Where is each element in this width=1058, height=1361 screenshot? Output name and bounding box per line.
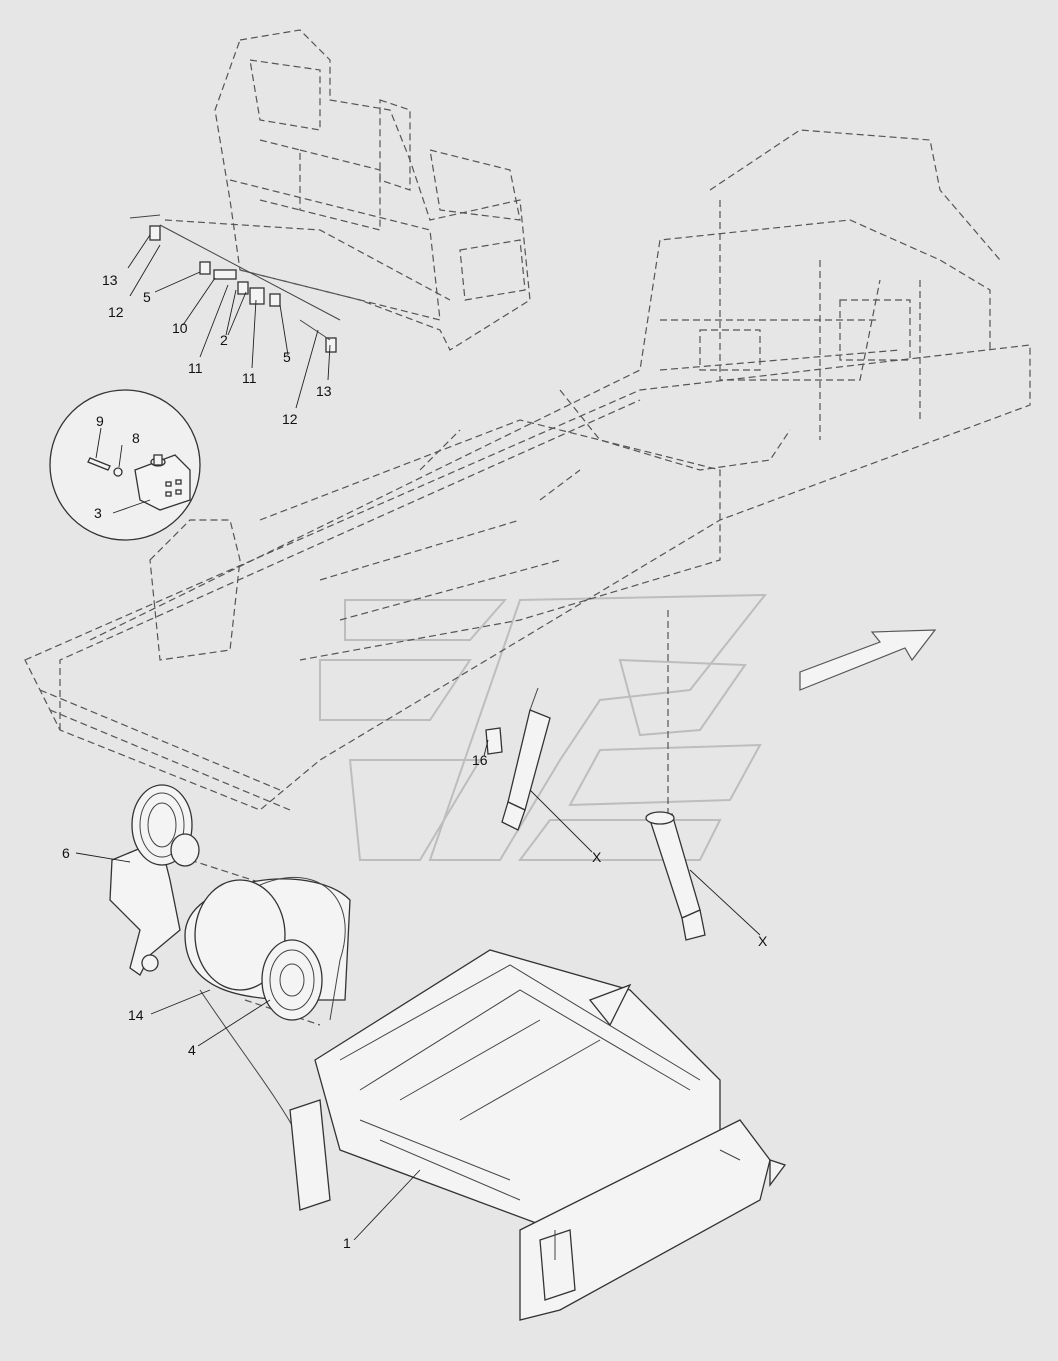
detail-circle-bracket — [49, 389, 201, 541]
main-frame — [24, 129, 1031, 811]
callout-6: 6 — [62, 845, 70, 861]
callout-5-left: 5 — [143, 289, 151, 305]
callout-x-right: X — [758, 933, 768, 949]
callout-2: 2 — [220, 332, 228, 348]
callout-13-top: 13 — [102, 272, 118, 288]
cab-assembly — [214, 29, 531, 351]
callout-11-left: 11 — [188, 360, 203, 376]
callout-8: 8 — [132, 430, 140, 446]
callout-12-top: 12 — [108, 304, 124, 320]
callout-5-right: 5 — [283, 349, 291, 365]
belt-drum-pulley — [184, 876, 351, 1141]
callout-4: 4 — [188, 1042, 196, 1058]
hydraulic-cylinder-left — [501, 687, 551, 831]
callout-13-bottom: 13 — [316, 383, 332, 399]
callout-1: 1 — [343, 1235, 351, 1251]
callout-16: 16 — [472, 752, 488, 768]
pulley-bracket-assembly — [109, 784, 200, 976]
callout-3: 3 — [94, 505, 102, 521]
callout-12-bottom: 12 — [282, 411, 298, 427]
callout-x-left: X — [592, 849, 602, 865]
hydraulic-cylinder-right — [645, 811, 706, 941]
bracket-part — [485, 727, 503, 755]
leader-lines — [75, 234, 761, 1241]
direction-arrow-icon — [799, 629, 937, 691]
callout-9: 9 — [96, 413, 104, 429]
lower-frame-assembly — [289, 949, 787, 1321]
callout-10: 10 — [172, 320, 188, 336]
callout-14: 14 — [128, 1007, 144, 1023]
callout-labels: 13 12 5 10 11 2 11 5 12 13 9 8 3 16 X X … — [62, 272, 768, 1251]
bushing-parts-row — [129, 214, 341, 353]
callout-11-right: 11 — [242, 370, 257, 386]
